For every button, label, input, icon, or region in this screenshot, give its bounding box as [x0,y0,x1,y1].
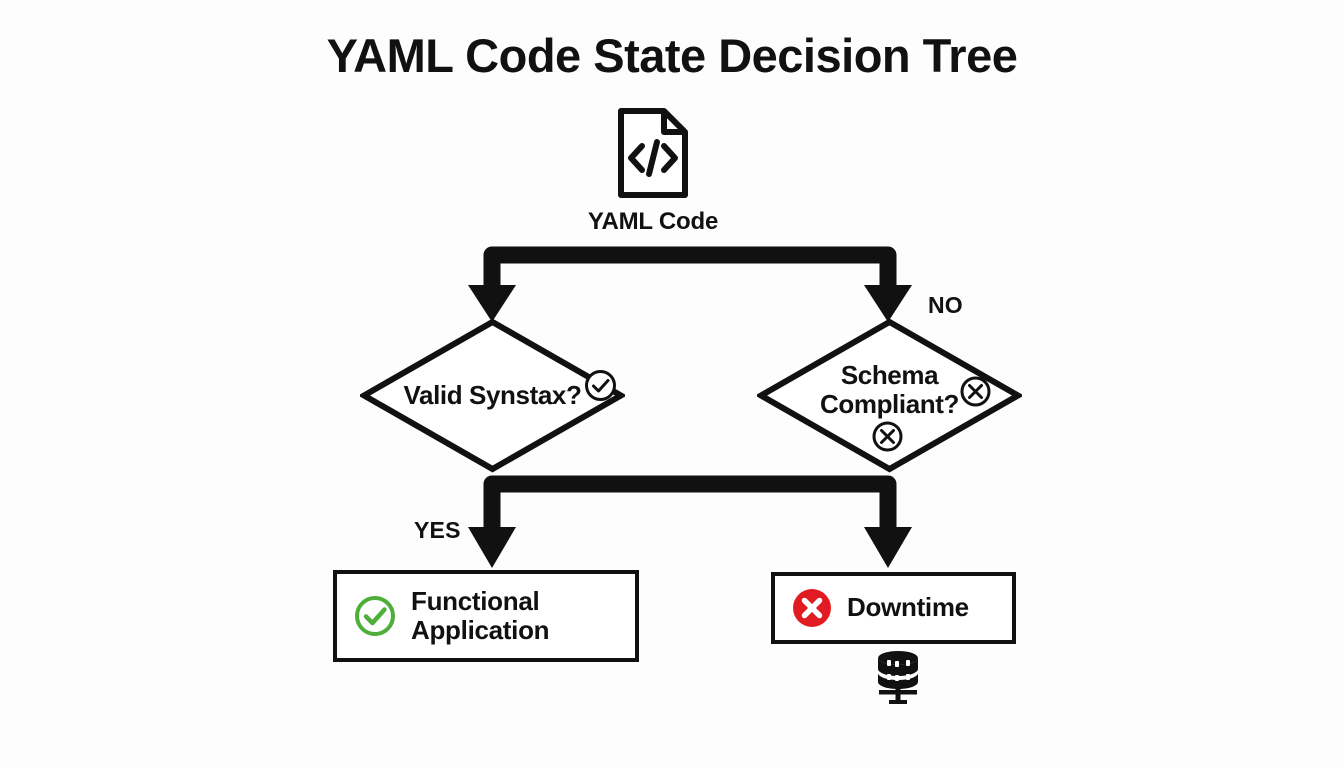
branch-label-no: NO [928,292,963,318]
outcome-downtime[interactable]: Downtime [771,572,1016,644]
connector-decisions-to-outcomes [468,475,912,568]
decision-line: Compliant? [820,388,959,419]
code-file-icon [618,108,688,198]
decision-line: Valid Synstax? [403,380,582,411]
decision-valid-syntax-text: Valid Synstax? [360,318,625,473]
x-circle-red-icon [793,589,831,627]
decision-schema-compliant-text: Schema Compliant? [757,312,1022,467]
decision-schema-compliant[interactable]: Schema Compliant? [757,318,1022,473]
check-circle-icon [583,368,618,408]
outcome-functional-application-label: Functional Application [411,585,550,645]
database-icon [870,648,926,709]
x-circle-icon [871,420,904,458]
outcome-downtime-label: Downtime [847,592,969,623]
x-circle-icon [959,375,992,413]
outcome-functional-application[interactable]: Functional Application [333,570,639,662]
decision-line: Schema [840,360,939,391]
diamond-shape [360,318,625,473]
diamond-shape [757,318,1022,473]
source-node-yaml-code[interactable]: YAML Code [560,106,746,236]
check-circle-green-icon [355,596,395,636]
branch-label-yes: YES [414,517,461,543]
decision-valid-syntax[interactable]: Valid Synstax? [360,318,625,473]
source-node-label: YAML Code [587,208,719,235]
page-title: YAML Code State Decision Tree [326,29,1018,82]
